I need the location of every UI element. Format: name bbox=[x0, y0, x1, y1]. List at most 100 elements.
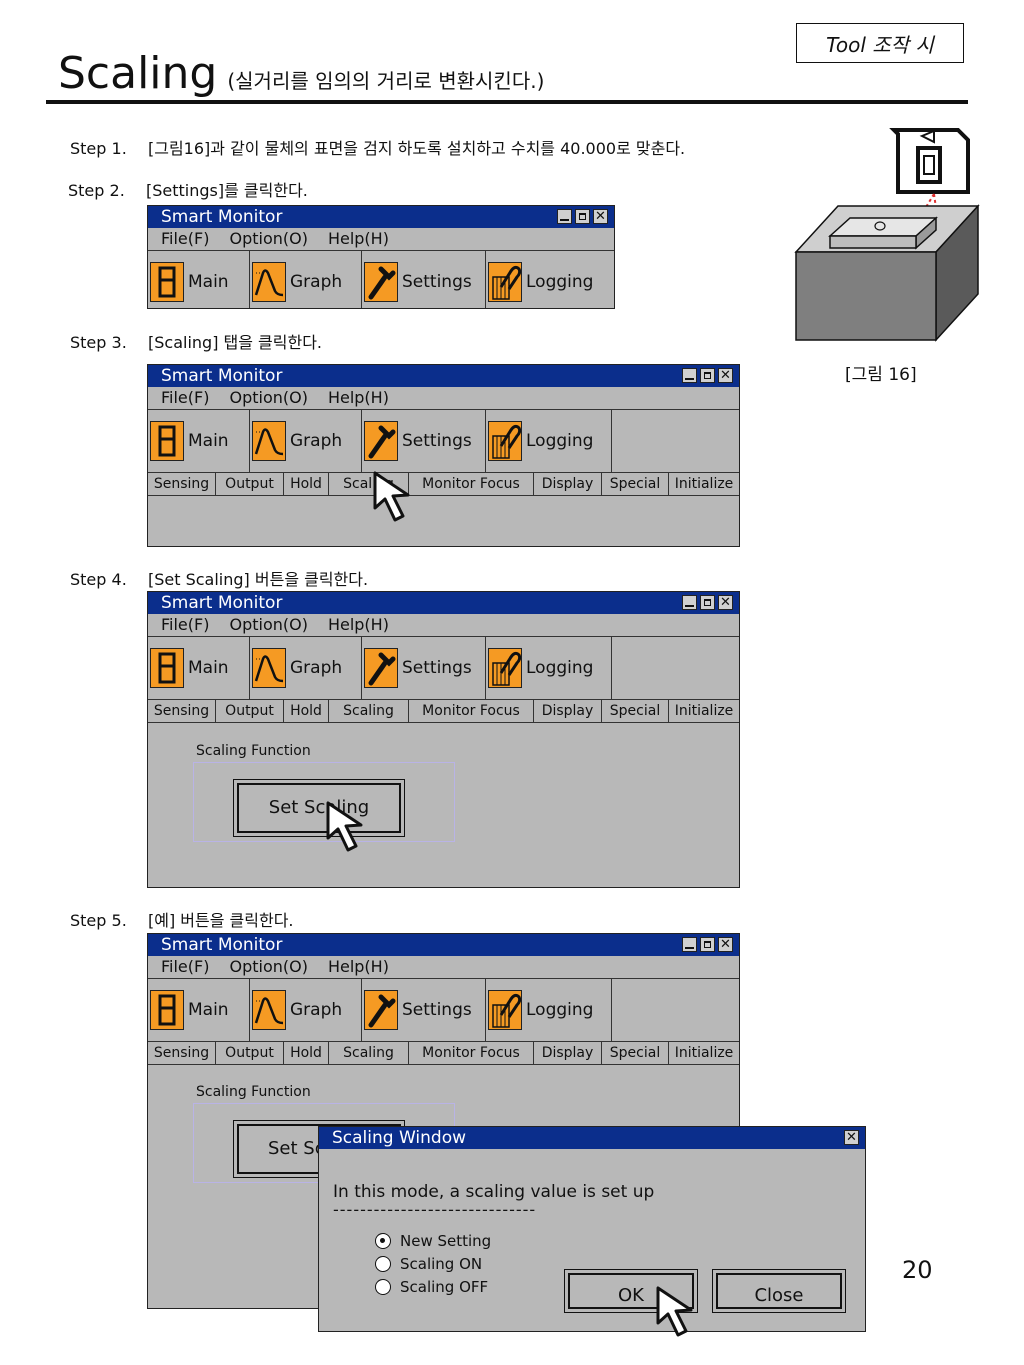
tab-special[interactable]: Special bbox=[602, 1042, 669, 1064]
minimize-icon[interactable] bbox=[682, 595, 697, 610]
radio-scaling-off[interactable]: Scaling OFF bbox=[375, 1278, 488, 1296]
tab-bar: Sensing Output Hold Scaling Monitor Focu… bbox=[148, 700, 739, 723]
dialog-titlebar: Scaling Window ✕ bbox=[319, 1127, 865, 1149]
seven-segment-icon bbox=[150, 648, 184, 688]
menu-file[interactable]: File(F) bbox=[161, 229, 210, 248]
tab-output[interactable]: Output bbox=[216, 1042, 284, 1064]
toolbar-main[interactable]: Main bbox=[148, 410, 250, 472]
tab-output[interactable]: Output bbox=[216, 700, 284, 722]
tab-hold[interactable]: Hold bbox=[284, 1042, 329, 1064]
toolbar-settings[interactable]: Settings bbox=[362, 637, 486, 699]
menu-option[interactable]: Option(O) bbox=[229, 957, 308, 976]
toolbar-graph[interactable]: Graph bbox=[250, 637, 362, 699]
toolbar-settings[interactable]: Settings bbox=[362, 979, 486, 1041]
wrench-icon bbox=[364, 262, 398, 302]
graph-wave-icon bbox=[252, 262, 286, 302]
tab-initialize[interactable]: Initialize bbox=[674, 703, 734, 719]
tab-initialize[interactable]: Initialize bbox=[674, 1045, 734, 1061]
toolbar-logging[interactable]: Logging bbox=[486, 251, 612, 308]
close-icon[interactable]: ✕ bbox=[844, 1130, 859, 1145]
tab-hold[interactable]: Hold bbox=[284, 700, 329, 722]
tab-special[interactable]: Special bbox=[602, 473, 669, 495]
minimize-icon[interactable] bbox=[557, 209, 572, 224]
menu-help[interactable]: Help(H) bbox=[327, 957, 389, 976]
tab-monitor-focus[interactable]: Monitor Focus bbox=[409, 700, 534, 722]
minimize-icon[interactable] bbox=[682, 937, 697, 952]
smart-monitor-window-step2: Smart Monitor ✕ File(F)Option(O)Help(H) … bbox=[147, 205, 615, 309]
toolbar-graph[interactable]: Graph bbox=[250, 410, 362, 472]
menu-option[interactable]: Option(O) bbox=[229, 229, 308, 248]
tab-display[interactable]: Display bbox=[534, 700, 602, 722]
scaling-function-label: Scaling Function bbox=[196, 743, 311, 759]
toolbar-graph[interactable]: Graph bbox=[250, 979, 362, 1041]
tab-monitor-focus[interactable]: Monitor Focus bbox=[409, 1042, 534, 1064]
radio-new-setting[interactable]: New Setting bbox=[375, 1232, 491, 1250]
maximize-icon[interactable] bbox=[700, 595, 715, 610]
toolbar-settings[interactable]: Settings bbox=[362, 251, 486, 308]
close-icon[interactable]: ✕ bbox=[593, 209, 608, 224]
tab-sensing[interactable]: Sensing bbox=[148, 1042, 216, 1064]
logging-chain-icon bbox=[488, 648, 522, 688]
toolbar-logging[interactable]: Logging bbox=[486, 410, 612, 472]
close-icon[interactable]: ✕ bbox=[718, 937, 733, 952]
ok-button[interactable]: OK bbox=[564, 1269, 698, 1313]
graph-wave-icon bbox=[252, 648, 286, 688]
toolbar-settings[interactable]: Settings bbox=[362, 410, 486, 472]
scaling-window-dialog: Scaling Window ✕ bbox=[318, 1126, 866, 1332]
figure-caption: [그림 16] bbox=[845, 365, 917, 385]
step-4: Step 4.[Set Scaling] 버튼을 클릭한다. bbox=[70, 570, 369, 589]
title-text: Scaling bbox=[58, 48, 218, 99]
close-button[interactable]: Close bbox=[712, 1269, 846, 1313]
menu-option[interactable]: Option(O) bbox=[229, 615, 308, 634]
toolbar: Main Graph Settings Logging bbox=[148, 637, 739, 700]
tab-special[interactable]: Special bbox=[602, 700, 669, 722]
maximize-icon[interactable] bbox=[700, 937, 715, 952]
menu-help[interactable]: Help(H) bbox=[327, 229, 389, 248]
menu-help[interactable]: Help(H) bbox=[327, 388, 389, 407]
tab-bar: Sensing Output Hold Scaling Monitor Focu… bbox=[148, 473, 739, 496]
wrench-icon bbox=[364, 421, 398, 461]
section-tag: Tool 조작 시 bbox=[796, 23, 964, 63]
tab-display[interactable]: Display bbox=[534, 473, 602, 495]
graph-wave-icon bbox=[252, 990, 286, 1030]
menu-file[interactable]: File(F) bbox=[161, 388, 210, 407]
menu-option[interactable]: Option(O) bbox=[229, 388, 308, 407]
toolbar-main[interactable]: Main bbox=[148, 637, 250, 699]
tab-sensing[interactable]: Sensing bbox=[148, 473, 216, 495]
toolbar-logging[interactable]: Logging bbox=[486, 637, 612, 699]
menu-help[interactable]: Help(H) bbox=[327, 615, 389, 634]
minimize-icon[interactable] bbox=[682, 368, 697, 383]
toolbar-main[interactable]: Main bbox=[148, 979, 250, 1041]
wrench-icon bbox=[364, 990, 398, 1030]
tab-output[interactable]: Output bbox=[216, 473, 284, 495]
menu-file[interactable]: File(F) bbox=[161, 957, 210, 976]
toolbar-main[interactable]: Main bbox=[148, 251, 250, 308]
maximize-icon[interactable] bbox=[575, 209, 590, 224]
seven-segment-icon bbox=[150, 262, 184, 302]
logging-chain-icon bbox=[488, 990, 522, 1030]
tab-sensing[interactable]: Sensing bbox=[148, 700, 216, 722]
tab-scaling-active[interactable]: Scaling bbox=[329, 700, 409, 722]
tab-hold[interactable]: Hold bbox=[284, 473, 329, 495]
toolbar-logging[interactable]: Logging bbox=[486, 979, 612, 1041]
seven-segment-icon bbox=[150, 421, 184, 461]
step-3: Step 3.[Scaling] 탭을 클릭한다. bbox=[70, 333, 323, 352]
maximize-icon[interactable] bbox=[700, 368, 715, 383]
step-5: Step 5.[예] 버튼을 클릭한다. bbox=[70, 911, 294, 930]
tab-initialize[interactable]: Initialize bbox=[674, 476, 734, 492]
close-icon[interactable]: ✕ bbox=[718, 595, 733, 610]
tab-display[interactable]: Display bbox=[534, 1042, 602, 1064]
radio-scaling-on[interactable]: Scaling ON bbox=[375, 1255, 482, 1273]
menu-file[interactable]: File(F) bbox=[161, 615, 210, 634]
tab-monitor-focus[interactable]: Monitor Focus bbox=[409, 473, 534, 495]
tab-scaling-active[interactable]: Scaling bbox=[329, 1042, 409, 1064]
logging-chain-icon bbox=[488, 421, 522, 461]
tab-bar: Sensing Output Hold Scaling Monitor Focu… bbox=[148, 1042, 739, 1065]
window-titlebar: Smart Monitor ✕ bbox=[148, 206, 614, 228]
close-icon[interactable]: ✕ bbox=[718, 368, 733, 383]
toolbar: Main Graph Settings Logging bbox=[148, 979, 739, 1042]
mouse-cursor-icon bbox=[326, 801, 363, 852]
toolbar: Main Graph Settings Logging bbox=[148, 410, 739, 473]
toolbar-graph[interactable]: Graph bbox=[250, 251, 362, 308]
graph-wave-icon bbox=[252, 421, 286, 461]
